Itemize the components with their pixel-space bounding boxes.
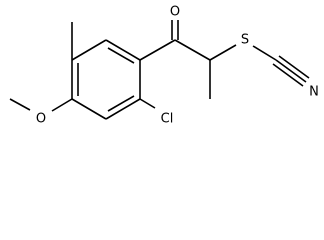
ring-bond <box>105 98 141 120</box>
ch-to-sulfur-bond <box>209 44 237 61</box>
ring-bond <box>71 98 107 120</box>
carbonyl-oxygen-label: O <box>170 5 180 20</box>
methoxy-oxygen-label: O <box>36 112 46 127</box>
chlorine-label: Cl <box>161 112 174 127</box>
nitrile-triple-bond <box>278 55 310 79</box>
ring-inner-double-bond <box>107 47 135 64</box>
nitrile-triple-bond <box>275 59 307 83</box>
chemical-structure: O S N O Cl <box>9 5 319 127</box>
nitrile-triple-bond <box>272 63 304 87</box>
aromatic-ring <box>71 39 141 120</box>
ring-to-chlorine-bond <box>139 98 156 109</box>
nitrogen-label: N <box>309 85 319 100</box>
carbonyl-to-ch-bond <box>174 39 211 61</box>
sulfur-to-carbon-bond <box>252 45 277 61</box>
methoxy-methyl-bond <box>9 98 31 111</box>
ring-bond <box>71 39 107 61</box>
ring-bond <box>105 39 141 61</box>
ring-to-methoxy-oxygen-bond <box>51 98 73 112</box>
ring-to-carbonyl-bond <box>139 39 176 61</box>
ring-inner-double-bond <box>107 95 135 112</box>
sulfur-label: S <box>241 33 249 48</box>
